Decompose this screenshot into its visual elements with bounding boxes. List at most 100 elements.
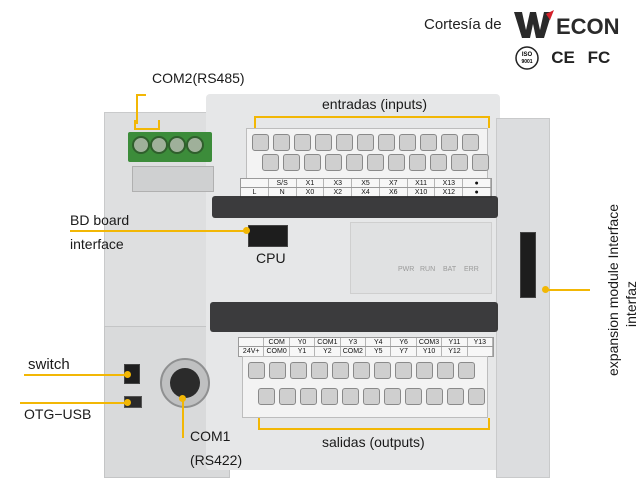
terminal-screw (300, 388, 317, 405)
expansion-label-line1: expansion module Interface (605, 204, 621, 376)
terminal-label (239, 338, 265, 347)
outputs-label: salidas (outputs) (322, 434, 425, 450)
svg-text:ECON: ECON (556, 14, 620, 39)
terminal-label: Y10 (417, 347, 443, 356)
terminal-screw (273, 134, 290, 151)
terminal-label: Y11 (442, 338, 468, 347)
com2-screw (150, 136, 168, 154)
terminal-screw (342, 388, 359, 405)
otg-label: OTG−USB (24, 406, 92, 422)
status-panel (350, 222, 492, 294)
cpu-label: CPU (256, 250, 286, 266)
terminal-screw (468, 388, 485, 405)
switch-label: switch (28, 356, 70, 373)
terminal-label: Y6 (391, 338, 417, 347)
terminal-screw (294, 134, 311, 151)
otg-pointer-dot (124, 399, 131, 406)
fcc-mark-icon: FC (587, 48, 611, 67)
terminal-screw (279, 388, 296, 405)
terminal-screw (472, 154, 489, 171)
led-run: RUN (420, 266, 436, 273)
terminal-screw (332, 362, 349, 379)
terminal-screw (262, 154, 279, 171)
inputs-label: entradas (inputs) (322, 96, 428, 112)
terminal-label: L (241, 188, 269, 197)
terminal-label: X10 (408, 188, 436, 197)
terminal-screw (269, 362, 286, 379)
bd-board-label-line1: BD board (70, 212, 130, 228)
courtesy-label: Cortesía de (424, 16, 502, 33)
terminal-label: N (269, 188, 297, 197)
terminal-screw (357, 134, 374, 151)
outputs-bracket (258, 418, 490, 430)
terminal-screw (420, 134, 437, 151)
terminal-screw (336, 134, 353, 151)
input-cover (212, 196, 498, 218)
com1-pointer (182, 398, 184, 438)
terminal-screw (258, 388, 275, 405)
terminal-screw (248, 362, 265, 379)
bd-board-pointer (70, 230, 246, 232)
led-pwr: PWR (398, 266, 415, 273)
terminal-screw (290, 362, 307, 379)
terminal-screw (321, 388, 338, 405)
bd-board-pointer-dot (243, 227, 250, 234)
com2-screw (168, 136, 186, 154)
terminal-screw (346, 154, 363, 171)
terminal-label: X5 (352, 179, 380, 188)
expansion-pointer (546, 289, 590, 291)
terminal-screw (304, 154, 321, 171)
terminal-label: Y13 (468, 338, 494, 347)
terminal-label: COM0 (264, 347, 290, 356)
terminal-label: 24V+ (239, 347, 265, 356)
com2-label: COM2(RS485) (152, 70, 245, 86)
bd-board-label-line2: interface (70, 236, 124, 252)
terminal-label: X7 (380, 179, 408, 188)
led-err: ERR (464, 266, 479, 273)
bd-slot-cover (132, 166, 214, 192)
com2-pointer (136, 94, 138, 124)
com1-port[interactable] (160, 358, 210, 408)
com2-pointer-cap (136, 94, 146, 96)
terminal-label: X1 (297, 179, 325, 188)
terminal-screw (437, 362, 454, 379)
terminal-screw (441, 134, 458, 151)
terminal-label: Y0 (290, 338, 316, 347)
expansion-label-box: expansion module Interface interfaz (592, 186, 639, 396)
terminal-screw (283, 154, 300, 171)
terminal-screw (388, 154, 405, 171)
terminal-label (468, 347, 494, 356)
terminal-label: Y3 (341, 338, 367, 347)
terminal-label: Y1 (290, 347, 316, 356)
terminal-label: COM2 (341, 347, 367, 356)
terminal-label: ● (463, 188, 492, 197)
terminal-screw (462, 134, 479, 151)
terminal-screw (353, 362, 370, 379)
terminal-screw (378, 134, 395, 151)
otg-pointer (20, 402, 128, 404)
terminal-screw (363, 388, 380, 405)
switch-pointer-dot (124, 371, 131, 378)
terminal-label: X6 (380, 188, 408, 197)
com1-pointer-dot (179, 395, 186, 402)
plc-right-housing (496, 118, 550, 478)
terminal-label: S/S (269, 179, 297, 188)
expansion-pointer-dot (542, 286, 549, 293)
terminal-screw (409, 154, 426, 171)
terminal-label: Y2 (315, 347, 341, 356)
terminal-label: X2 (324, 188, 353, 197)
terminal-screw (311, 362, 328, 379)
terminal-label: X12 (435, 188, 464, 197)
terminal-screw (252, 134, 269, 151)
svg-text:9001: 9001 (521, 59, 532, 65)
terminal-label: COM (264, 338, 290, 347)
terminal-screw (384, 388, 401, 405)
terminal-label: X13 (435, 179, 464, 188)
terminal-screw (367, 154, 384, 171)
expansion-pin-header (520, 232, 536, 298)
terminal-label (241, 179, 269, 188)
terminal-label: Y7 (391, 347, 417, 356)
terminal-screw (447, 388, 464, 405)
terminal-label: X4 (352, 188, 380, 197)
